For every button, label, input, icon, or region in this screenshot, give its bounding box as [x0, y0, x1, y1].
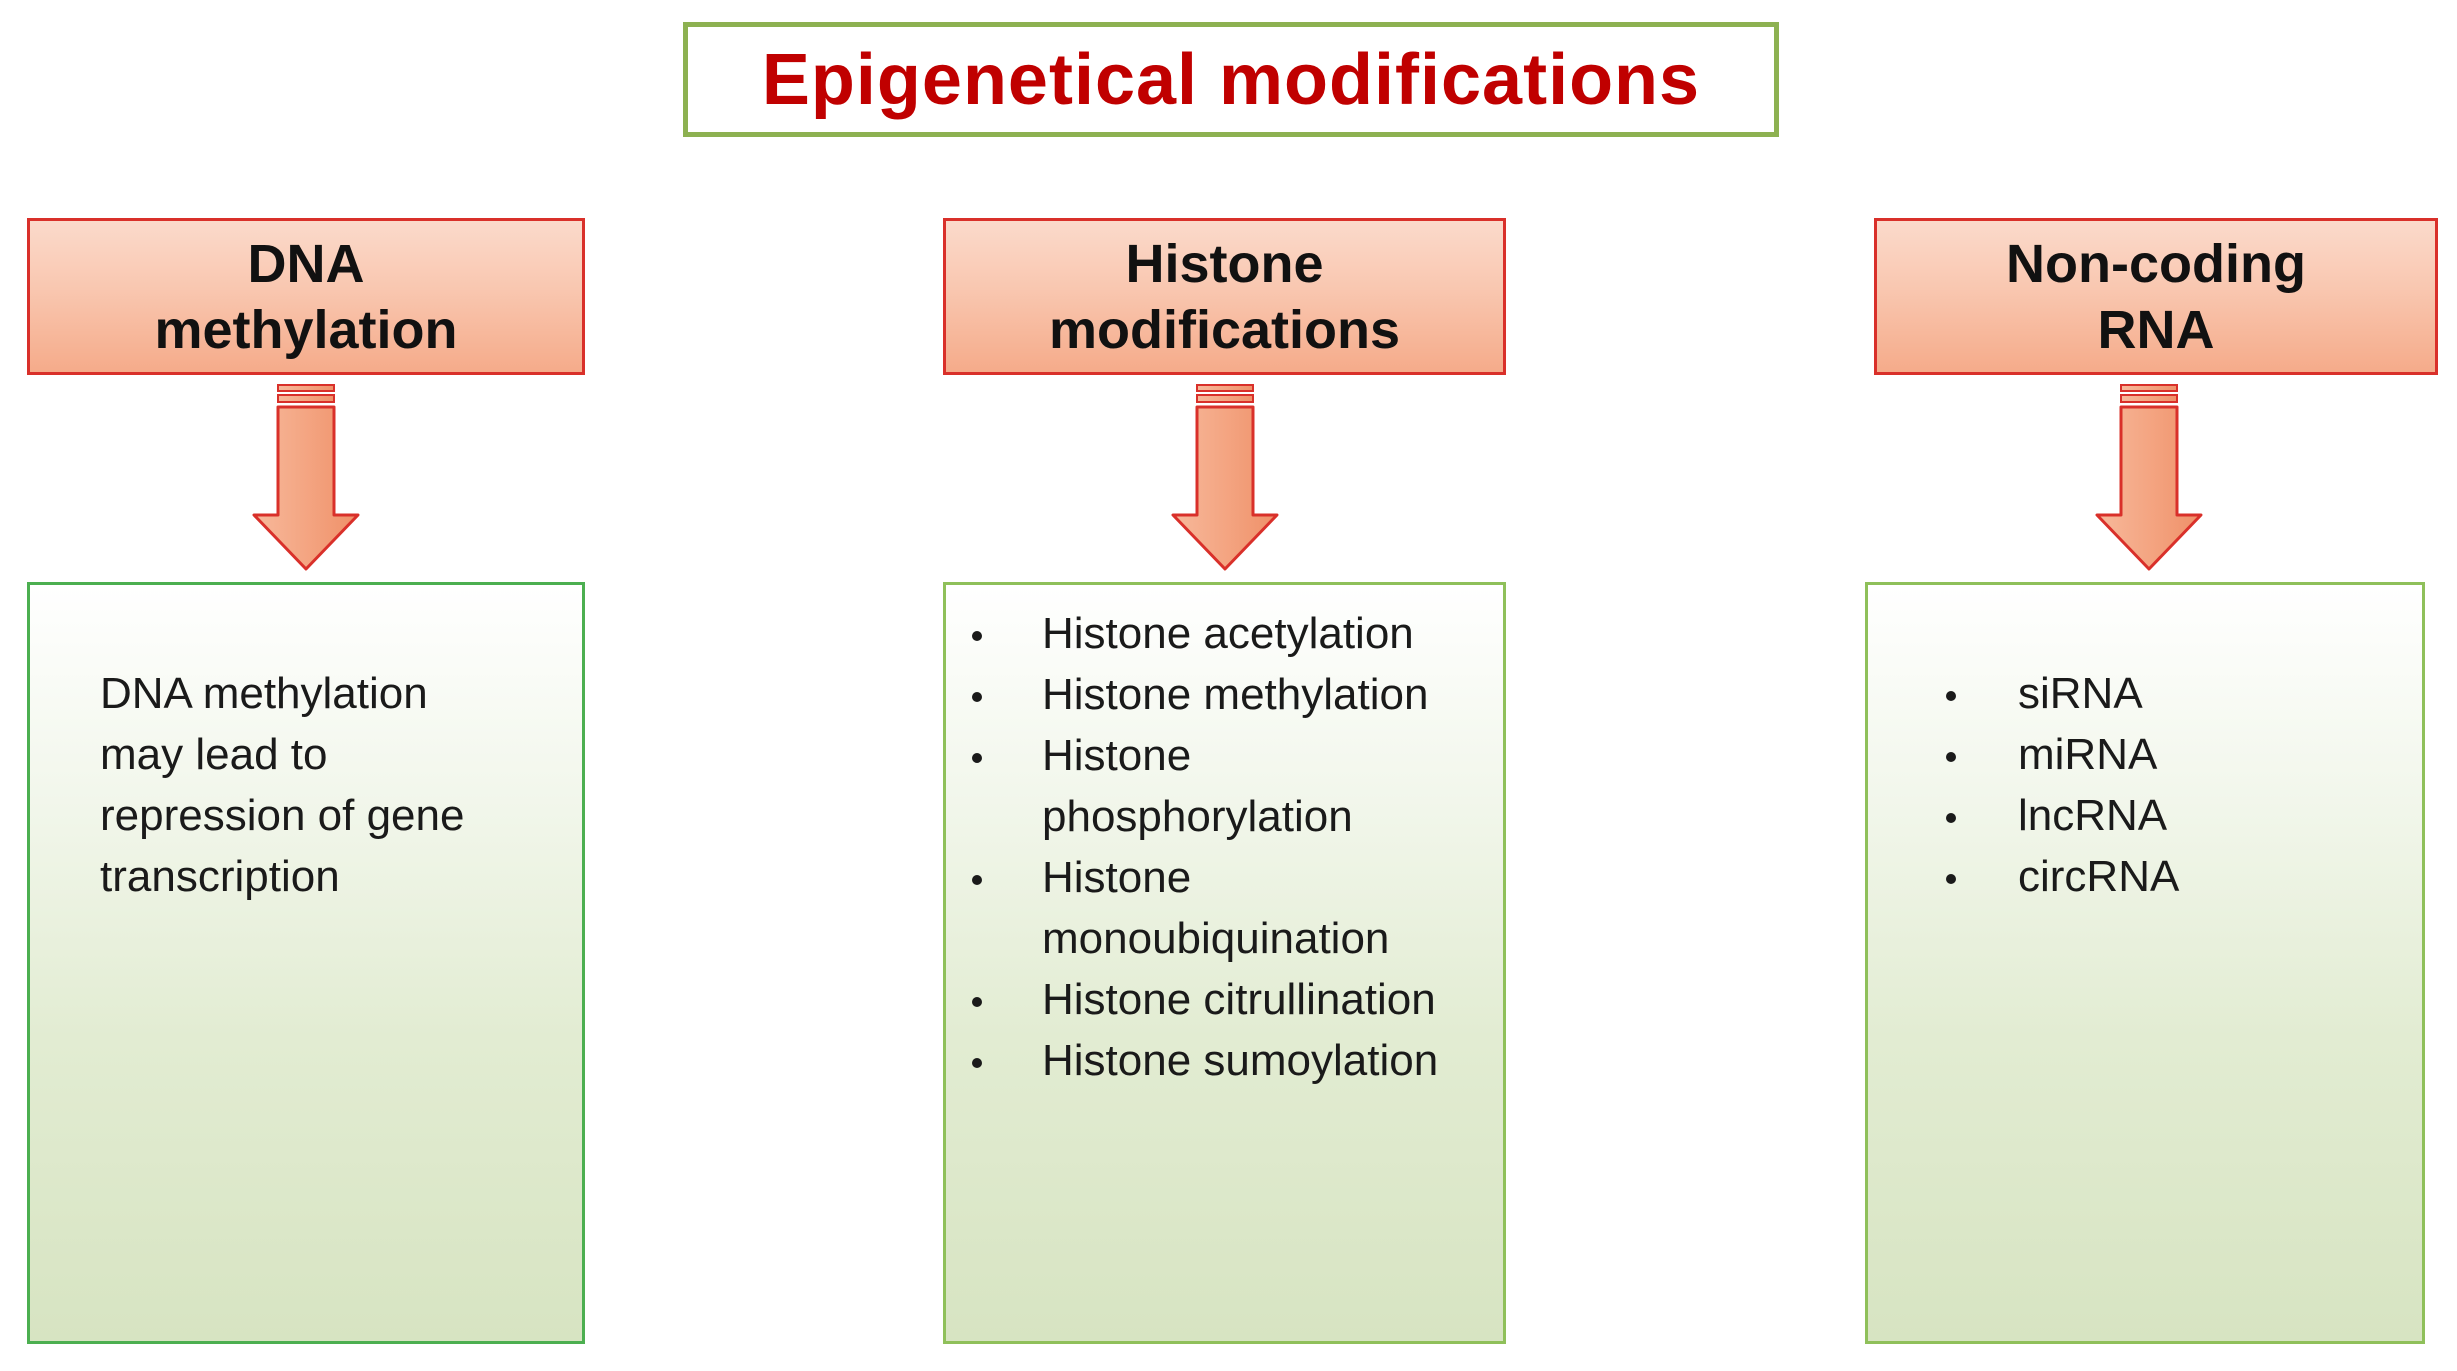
list-item-text: lncRNA [2018, 791, 2168, 840]
down-arrow-icon [252, 384, 360, 571]
list-item-text: miRNA [2018, 730, 2158, 779]
list-item: miRNA [1946, 724, 2398, 785]
content-box-non-coding-rna: siRNA miRNA lncRNA circRNA [1865, 582, 2425, 1344]
bullet-icon [972, 753, 982, 763]
paragraph-line: DNA methylation [100, 669, 428, 718]
list-item-text: monoubiquination [1042, 914, 1390, 963]
bullet-icon [972, 692, 982, 702]
diagram-title-box: Epigenetical modifications [683, 22, 1779, 137]
category-heading-line: methylation [154, 299, 458, 360]
bullet-icon [972, 997, 982, 1007]
bullet-icon [972, 875, 982, 885]
paragraph-line: may lead to [100, 730, 328, 779]
category-heading-line: DNA [247, 233, 365, 294]
bullet-icon [972, 631, 982, 641]
bullet-icon [1946, 813, 1956, 823]
down-arrow-icon [2095, 384, 2203, 571]
list-item-text: Histone [1042, 853, 1192, 902]
list-item: Histone citrullination [972, 969, 1502, 1030]
content-box-histone-modifications: Histone acetylation Histone methylation … [943, 582, 1506, 1344]
list-item: Histone phosphorylation [972, 725, 1502, 847]
bullet-icon [1946, 752, 1956, 762]
paragraph-line: repression of gene [100, 791, 465, 840]
list-item-text: Histone methylation [1042, 670, 1429, 719]
category-box-non-coding-rna: Non-coding RNA [1874, 218, 2438, 375]
content-box-dna-methylation: DNA methylation may lead to repression o… [27, 582, 585, 1344]
list-item-text: phosphorylation [1042, 792, 1353, 841]
down-arrow-icon [1171, 384, 1279, 571]
list-item: Histone monoubiquination [972, 847, 1502, 969]
description-paragraph: DNA methylation may lead to repression o… [100, 663, 530, 907]
category-box-histone-modifications: Histone modifications [943, 218, 1506, 375]
bullet-icon [972, 1058, 982, 1068]
list-item: siRNA [1946, 663, 2398, 724]
paragraph-line: transcription [100, 852, 340, 901]
list-item-text: Histone acetylation [1042, 609, 1414, 658]
list-item: circRNA [1946, 846, 2398, 907]
non-coding-rna-list: siRNA miRNA lncRNA circRNA [1946, 663, 2398, 907]
category-box-dna-methylation: DNA methylation [27, 218, 585, 375]
list-item-text: Histone sumoylation [1042, 1036, 1439, 1085]
bullet-icon [1946, 874, 1956, 884]
category-heading-line: Histone [1125, 233, 1324, 294]
list-item-text: Histone [1042, 731, 1192, 780]
list-item: lncRNA [1946, 785, 2398, 846]
histone-modification-list: Histone acetylation Histone methylation … [972, 603, 1502, 1091]
list-item: Histone acetylation [972, 603, 1502, 664]
list-item-text: siRNA [2018, 669, 2143, 718]
list-item-text: circRNA [2018, 852, 2180, 901]
diagram-title: Epigenetical modifications [761, 39, 1701, 120]
list-item: Histone sumoylation [972, 1030, 1502, 1091]
list-item-text: Histone citrullination [1042, 975, 1436, 1024]
category-heading-line: modifications [1048, 299, 1401, 360]
category-heading-line: Non-coding [2006, 233, 2306, 294]
list-item: Histone methylation [972, 664, 1502, 725]
bullet-icon [1946, 691, 1956, 701]
category-heading-line: RNA [2097, 299, 2215, 360]
